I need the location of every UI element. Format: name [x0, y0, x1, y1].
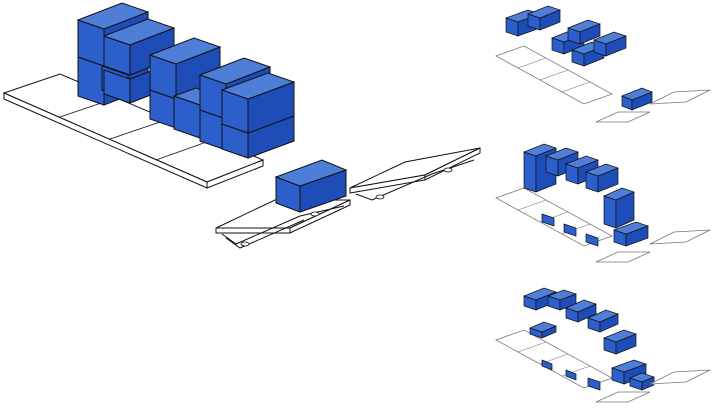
stage-3-scene — [495, 287, 711, 403]
stage-3-platform — [495, 329, 613, 389]
stage-1-boxes — [504, 5, 628, 67]
stage-2-boxes — [522, 143, 650, 247]
box-stack — [101, 18, 176, 104]
stage-2-carts — [595, 229, 711, 263]
box-stack — [220, 72, 296, 159]
stage-2-platform — [495, 187, 613, 247]
main-scene — [2, 2, 481, 249]
main-box-stacks — [76, 2, 296, 159]
main-carts — [215, 147, 481, 249]
main-platform — [2, 73, 265, 189]
stage-1-carts — [595, 87, 711, 123]
stage-3-boxes — [522, 287, 655, 391]
stage-2-scene — [495, 143, 711, 263]
flatbed-cart — [349, 147, 481, 201]
stage-1-platform — [495, 45, 613, 105]
stage-1-scene — [495, 5, 711, 123]
stage-3-carts — [595, 369, 711, 403]
flatbed-cart — [215, 199, 351, 249]
cart-box — [274, 159, 348, 213]
